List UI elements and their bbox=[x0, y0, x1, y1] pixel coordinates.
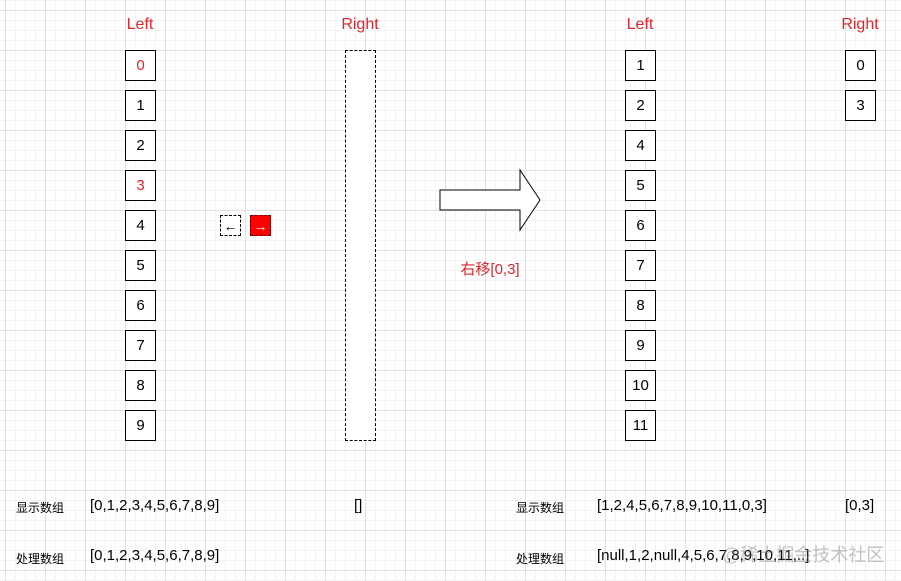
after-display-right: [0,3] bbox=[845, 497, 875, 514]
before-left-item: 8 bbox=[125, 370, 156, 401]
before-left-item: 2 bbox=[125, 130, 156, 161]
before-display-right: [] bbox=[354, 497, 363, 514]
watermark: @稀土掘金技术社区 bbox=[722, 545, 885, 565]
after-left-item: 2 bbox=[625, 90, 656, 121]
before-left-item: 7 bbox=[125, 330, 156, 361]
move-right-button[interactable]: → bbox=[250, 215, 271, 236]
before-process-left: [0,1,2,3,4,5,6,7,8,9] bbox=[90, 547, 220, 564]
before-display-left: [0,1,2,3,4,5,6,7,8,9] bbox=[90, 497, 220, 514]
after-left-item: 8 bbox=[625, 290, 656, 321]
after-left-item: 5 bbox=[625, 170, 656, 201]
before-left-item: 9 bbox=[125, 410, 156, 441]
after-right-item: 3 bbox=[845, 90, 876, 121]
after-display-left: [1,2,4,5,6,7,8,9,10,11,0,3] bbox=[597, 497, 767, 514]
after-display-label: 显示数组 bbox=[516, 501, 565, 515]
after-right-item: 0 bbox=[845, 50, 876, 81]
after-left-header: Left bbox=[626, 16, 654, 33]
after-left-item: 1 bbox=[625, 50, 656, 81]
after-process-left: [null,1,2,null,4,5,6,7,8,9,10,11,..] bbox=[597, 547, 810, 564]
after-left-item: 11 bbox=[625, 410, 656, 441]
before-display-label: 显示数组 bbox=[16, 501, 65, 515]
before-left-item: 6 bbox=[125, 290, 156, 321]
arrow-right-icon: → bbox=[253, 217, 268, 234]
after-left-item: 9 bbox=[625, 330, 656, 361]
after-right-header: Right bbox=[841, 16, 879, 33]
before-right-empty-container bbox=[345, 50, 376, 441]
transform-arrow-icon bbox=[439, 168, 541, 232]
arrow-left-icon: ← bbox=[223, 217, 238, 234]
after-process-label: 处理数组 bbox=[516, 552, 565, 566]
after-left-item: 4 bbox=[625, 130, 656, 161]
before-left-item: 5 bbox=[125, 250, 156, 281]
before-left-item: 3 bbox=[125, 170, 156, 201]
before-left-header: Left bbox=[126, 16, 154, 33]
after-left-item: 6 bbox=[625, 210, 656, 241]
before-left-item: 4 bbox=[125, 210, 156, 241]
after-left-item: 7 bbox=[625, 250, 656, 281]
after-left-item: 10 bbox=[625, 370, 656, 401]
before-left-item: 0 bbox=[125, 50, 156, 81]
before-left-item: 1 bbox=[125, 90, 156, 121]
before-right-header: Right bbox=[341, 16, 379, 33]
move-left-button[interactable]: ← bbox=[220, 215, 241, 236]
operation-label: 右移[0,3] bbox=[460, 261, 520, 278]
before-process-label: 处理数组 bbox=[16, 552, 65, 566]
